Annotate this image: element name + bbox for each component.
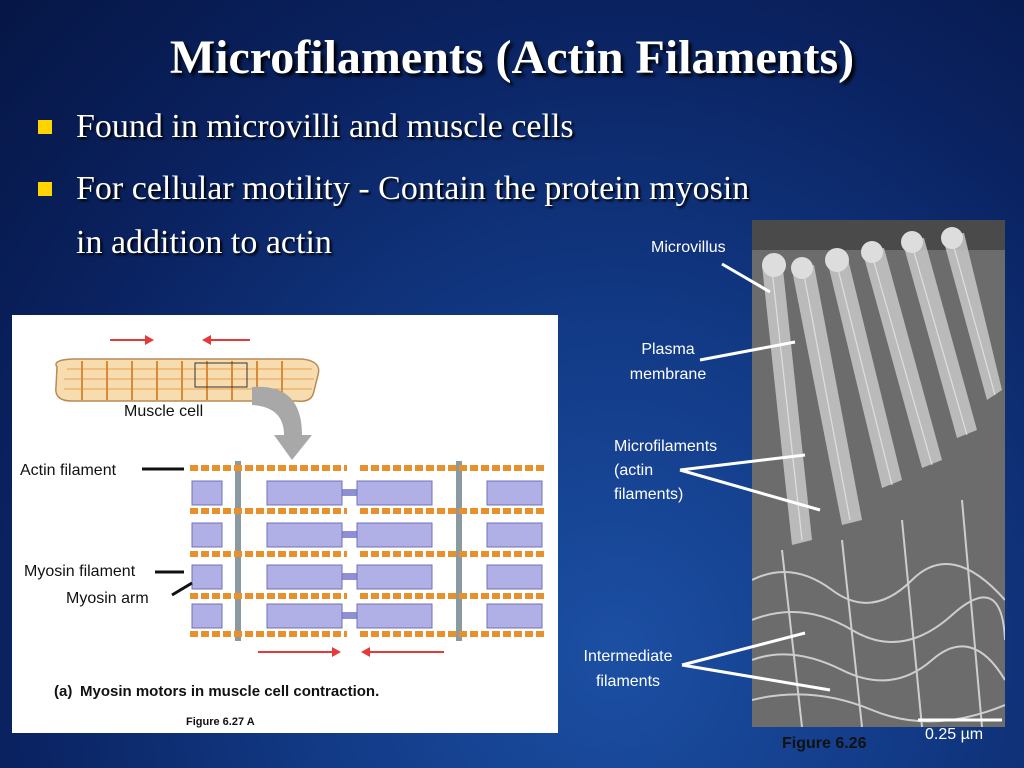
zoom-arrow-icon bbox=[252, 386, 312, 460]
sarcomere-graphic bbox=[190, 461, 544, 641]
plasma-membrane-label-2: membrane bbox=[629, 366, 707, 383]
muscle-diagram-panel bbox=[12, 315, 558, 733]
bottom-contraction-arrows bbox=[258, 647, 444, 657]
microfilaments-label-3: filaments) bbox=[614, 486, 684, 503]
bullet-1-text: Found in microvilli and muscle cells bbox=[76, 108, 574, 145]
slide-title: Microfilaments (Actin Filaments) bbox=[169, 31, 855, 84]
intermediate-filaments-label-2: filaments bbox=[595, 673, 661, 690]
top-contraction-arrows bbox=[110, 335, 250, 345]
microfilaments-label-1: Microfilaments bbox=[614, 438, 718, 455]
figure-6-27-ref: Figure 6.27 A bbox=[186, 716, 255, 728]
micrograph-image bbox=[752, 220, 1005, 727]
diagram-leader-lines bbox=[142, 467, 193, 597]
muscle-cell-label: Muscle cell bbox=[124, 403, 204, 420]
muscle-diagram-graphic bbox=[55, 335, 544, 657]
micrograph-graphic bbox=[752, 220, 1005, 727]
bullet-square-icon bbox=[38, 182, 52, 196]
scale-bar-label: 0.25 µm bbox=[925, 726, 984, 743]
intermediate-filaments-label-1: Intermediate bbox=[583, 648, 673, 665]
plasma-membrane-label-1: Plasma bbox=[641, 341, 695, 358]
bullet-2-text: For cellular motility - Contain the prot… bbox=[76, 170, 750, 207]
bullet-square-icon bbox=[38, 120, 52, 134]
microvillus-label: Microvillus bbox=[651, 239, 726, 256]
figure-6-26-ref: Figure 6.26 bbox=[782, 735, 867, 752]
bullet-2-text-cont: in addition to actin bbox=[76, 224, 332, 261]
panel-letter: (a) bbox=[54, 683, 73, 700]
myosin-filament-label: Myosin filament bbox=[24, 563, 136, 580]
diagram-caption: Myosin motors in muscle cell contraction… bbox=[80, 683, 380, 700]
microfilaments-label-2: (actin bbox=[614, 462, 654, 479]
actin-filament-label: Actin filament bbox=[20, 462, 117, 479]
myosin-arm-label: Myosin arm bbox=[66, 590, 149, 607]
